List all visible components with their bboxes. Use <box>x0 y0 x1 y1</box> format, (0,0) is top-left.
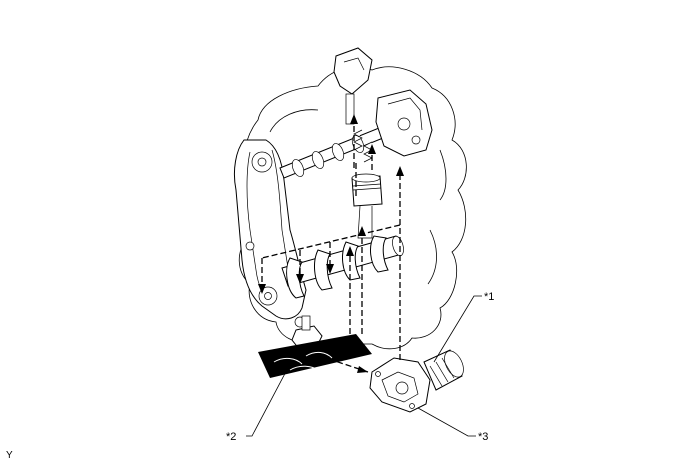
valve-springs <box>353 129 373 163</box>
flow-arrowheads <box>258 114 404 373</box>
cylinder-head-unit <box>375 89 433 157</box>
oil-pan <box>258 334 372 378</box>
corner-label: Y <box>6 450 13 461</box>
crankshaft <box>281 235 404 299</box>
callout-label-3: *3 <box>478 431 488 443</box>
callout-leaders <box>246 295 482 437</box>
callout-label-2: *2 <box>226 431 236 443</box>
oil-control-valve <box>333 47 373 125</box>
camshaft <box>279 125 389 179</box>
callout-label-1: *1 <box>484 291 494 303</box>
oil-filter <box>423 349 464 391</box>
oil-pump <box>369 357 431 413</box>
